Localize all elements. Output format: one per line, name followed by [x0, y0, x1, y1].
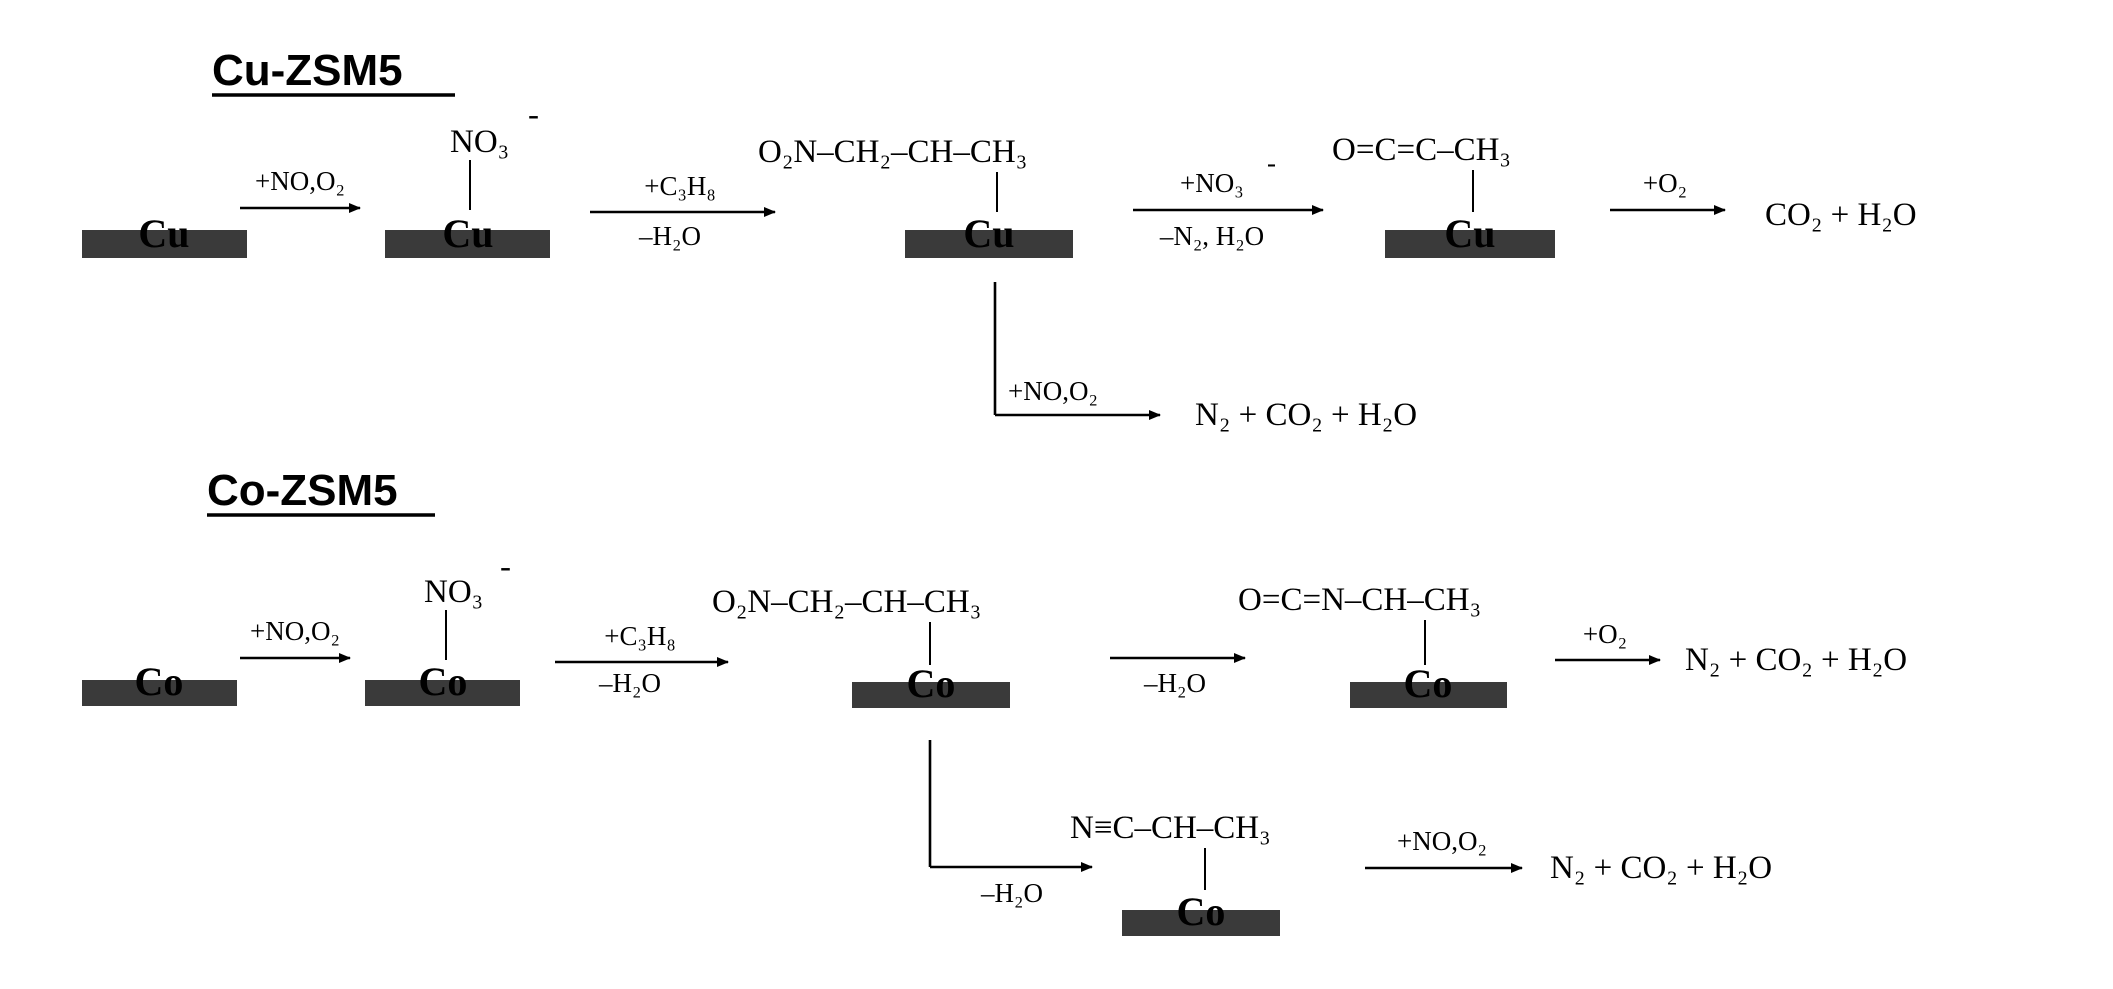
cu-nitro-intermediate: O₂N–CH₂–CH–CH₃ Cu: [758, 134, 1073, 258]
metal-label: Cu: [138, 211, 189, 256]
arrow-2-condition-top: +C₃H₈: [604, 621, 676, 651]
co-nitrate-intermediate: NO₃ - Co: [365, 549, 520, 706]
co-zsm5-section: Co-ZSM5 Co +NO,O₂ NO₃ - Co +C₃H₈ –H₂O O₂…: [82, 466, 1907, 936]
zeolite-surface: [852, 682, 1010, 708]
metal-label: Co: [419, 659, 468, 704]
arrow-2-condition-top: +C₃H₈: [644, 171, 716, 201]
nitrate-charge: -: [500, 549, 511, 585]
co-section-title: Co-ZSM5: [207, 466, 398, 515]
zeolite-surface: [82, 680, 237, 706]
nitrate-label: NO₃: [424, 574, 483, 610]
co-nitro-intermediate: O₂N–CH₂–CH–CH₃ Co: [712, 584, 1010, 708]
metal-label: Co: [1404, 661, 1453, 706]
arrow-3-condition-top: +NO₃: [1180, 168, 1244, 198]
metal-label: Co: [135, 659, 184, 704]
arrow-2-condition-bottom: –H₂O: [638, 221, 701, 251]
cu-zsm5-section: Cu-ZSM5 Cu +NO,O₂ NO₃ - Cu +C₃H₈ –H₂O O₂…: [82, 46, 1917, 433]
co-site-bare: Co: [82, 659, 237, 706]
final-product: N₂ + CO₂ + H₂O: [1685, 642, 1907, 678]
metal-label: Co: [1177, 889, 1226, 934]
zeolite-surface: [1122, 910, 1280, 936]
nitrile-species-label: N≡C–CH–CH₃: [1070, 810, 1271, 846]
nitro-species-label: O₂N–CH₂–CH–CH₃: [758, 134, 1027, 170]
zeolite-surface: [82, 230, 247, 258]
co-nitrile-intermediate: N≡C–CH–CH₃ Co: [1070, 810, 1280, 936]
branch-product: N₂ + CO₂ + H₂O: [1550, 850, 1772, 886]
branch-condition: +NO,O₂: [1008, 376, 1098, 406]
arrow-1-condition: +NO,O₂: [255, 166, 345, 196]
branch-reaction-condition: +NO,O₂: [1397, 826, 1487, 856]
branch-product: N₂ + CO₂ + H₂O: [1195, 397, 1417, 433]
cu-section-title: Cu-ZSM5: [212, 46, 403, 95]
arrow-3-condition-bottom: –N₂, H₂O: [1159, 221, 1264, 251]
metal-label: Cu: [963, 211, 1014, 256]
final-product: CO₂ + H₂O: [1765, 197, 1917, 233]
zeolite-surface: [1350, 682, 1507, 708]
co-isocyanate-intermediate: O=C=N–CH–CH₃ Co: [1238, 582, 1507, 708]
metal-label: Co: [907, 661, 956, 706]
cu-nitrate-intermediate: NO₃ - Cu: [385, 97, 550, 258]
arrow-1-condition: +NO,O₂: [250, 616, 340, 646]
cu-site-bare: Cu: [82, 211, 247, 258]
metal-label: Cu: [1444, 211, 1495, 256]
arrow-3-condition-charge: -: [1267, 148, 1276, 178]
zeolite-surface: [905, 230, 1073, 258]
branch-condition-bottom: –H₂O: [980, 878, 1043, 908]
arrow-4-condition: +O₂: [1643, 168, 1687, 198]
isocyanate-species-label: O=C=N–CH–CH₃: [1238, 582, 1481, 618]
ketene-species-label: O=C=C–CH₃: [1332, 132, 1511, 168]
nitrate-label: NO₃: [450, 124, 509, 160]
metal-label: Cu: [442, 211, 493, 256]
zeolite-surface: [365, 680, 520, 706]
nitrate-charge: -: [528, 97, 539, 133]
nitro-species-label: O₂N–CH₂–CH–CH₃: [712, 584, 981, 620]
arrow-3-condition-bottom: –H₂O: [1143, 668, 1206, 698]
arrow-2-condition-bottom: –H₂O: [598, 668, 661, 698]
zeolite-surface: [1385, 230, 1555, 258]
cu-ketene-intermediate: O=C=C–CH₃ Cu: [1332, 132, 1555, 258]
zeolite-surface: [385, 230, 550, 258]
arrow-4-condition: +O₂: [1583, 619, 1627, 649]
